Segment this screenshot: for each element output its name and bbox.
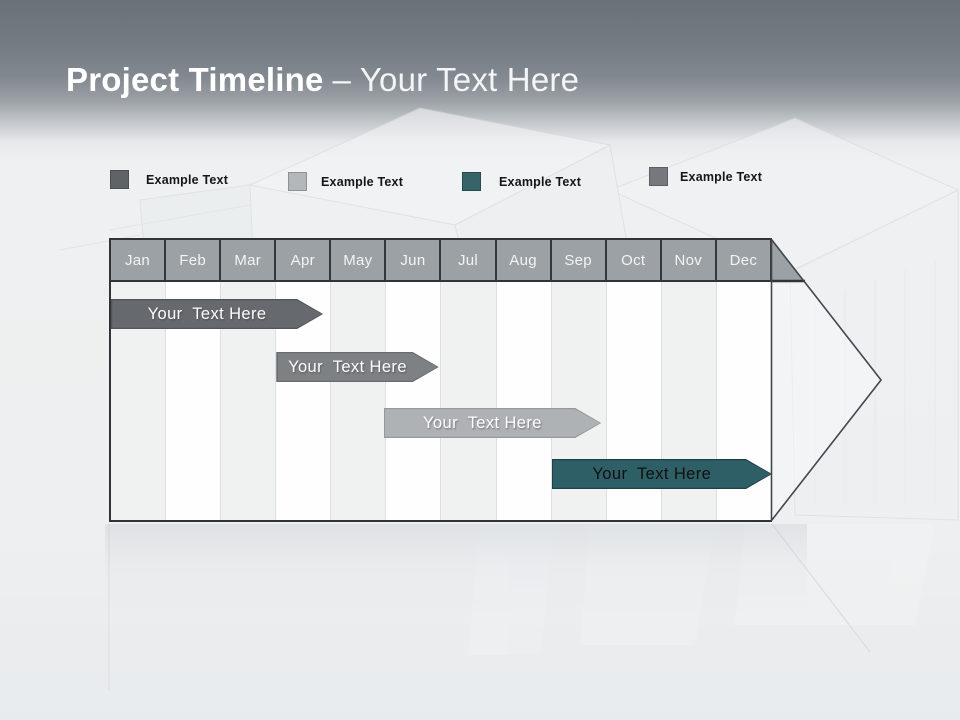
month-column-may (331, 282, 387, 520)
slide-title-secondary: – Your Text Here (332, 61, 580, 98)
month-cell-apr: Apr (276, 240, 332, 280)
timeline-arrow-head (770, 238, 883, 522)
legend-label: Example Text (321, 174, 404, 189)
month-cell-aug: Aug (497, 240, 552, 280)
month-cell-jun: Jun (386, 240, 442, 280)
month-column-jul (441, 282, 497, 520)
task-bar-label: Your Text Here (147, 304, 267, 323)
month-cell-sep: Sep (552, 240, 607, 280)
legend-swatch (462, 172, 481, 191)
task-bar-fill: Your Text Here (112, 300, 321, 327)
table-reflection-glow (105, 524, 807, 616)
month-cell-oct: Oct (607, 240, 662, 280)
legend-label: Example Text (499, 174, 582, 189)
table-reflection (108, 523, 935, 690)
task-bar-1: Your Text Here (111, 299, 323, 329)
month-column-aug (496, 282, 552, 520)
legend-item-2: Example Text (288, 172, 403, 191)
legend-item-3: Example Text (462, 172, 581, 191)
slide-title: Project Timeline– Your Text Here (66, 60, 579, 100)
task-bar-fill: Your Text Here (385, 409, 600, 436)
month-cell-jul: Jul (441, 240, 497, 280)
task-bar-2: Your Text Here (276, 352, 438, 382)
task-bar-3: Your Text Here (384, 408, 602, 438)
task-bar-label: Your Text Here (288, 357, 407, 376)
task-bar-label: Your Text Here (592, 464, 712, 483)
month-cell-feb: Feb (166, 240, 222, 280)
month-cell-jan: Jan (111, 240, 167, 280)
task-bar-fill: Your Text Here (553, 460, 771, 487)
legend-label: Example Text (146, 172, 229, 187)
legend-item-1: Example Text (110, 170, 228, 189)
task-bar-label: Your Text Here (423, 413, 542, 432)
month-cell-dec: Dec (717, 240, 772, 280)
legend-swatch (288, 172, 307, 191)
legend-swatch (649, 167, 668, 186)
legend-label: Example Text (680, 169, 763, 184)
task-bar-4: Your Text Here (552, 459, 772, 489)
month-column-jun (386, 282, 442, 520)
task-bar-fill: Your Text Here (278, 353, 438, 380)
month-cell-mar: Mar (221, 240, 277, 280)
legend-item-4: Example Text (649, 167, 762, 186)
month-cell-nov: Nov (662, 240, 717, 280)
month-cell-may: May (331, 240, 387, 280)
slide-title-primary: Project Timeline (66, 61, 324, 98)
legend-swatch (110, 170, 129, 189)
